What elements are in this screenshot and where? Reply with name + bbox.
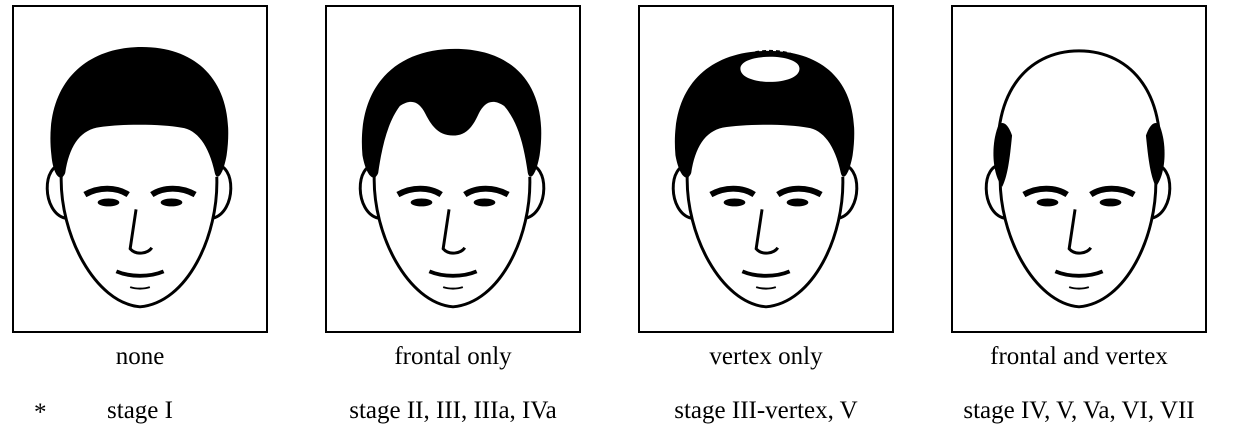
pattern-label-vertex-only: vertex only [611,342,921,372]
pattern-label-frontal-only: frontal only [298,342,608,372]
panel-vertex-only [638,5,894,333]
left-eye [411,199,433,207]
pattern-label-frontal-and-vertex: frontal and vertex [924,342,1234,372]
nose [756,209,778,253]
panel-frontal-only [325,5,581,333]
chin [443,287,463,288]
left-eyebrow [1024,189,1067,195]
face-drawing-full-hair [14,7,266,331]
right-eyebrow [778,189,821,195]
hair-full [50,47,228,178]
mouth [116,271,163,275]
right-eye [1100,199,1122,207]
mouth [429,271,476,275]
hair-frontal-recession [362,49,541,178]
panel-frontal-and-vertex [951,5,1207,333]
nose [443,209,465,253]
chin [130,287,150,288]
right-eye [161,199,183,207]
nose [1069,209,1091,253]
left-eye [98,199,120,207]
right-eyebrow [465,189,508,195]
chin [1069,287,1089,288]
panel-none [12,5,268,333]
chin [756,287,776,288]
left-eyebrow [711,189,754,195]
face-drawing-vertex-loss [640,7,892,331]
left-eyebrow [85,189,128,195]
nose [130,209,152,253]
left-eyebrow [398,189,441,195]
pattern-label-none: none [0,342,295,372]
mouth [742,271,789,275]
right-eyebrow [1091,189,1134,195]
hair-with-vertex-spot [675,51,854,178]
stage-label-none: stage I [0,396,300,426]
hair-left-side [993,123,1012,187]
scalp-outline [998,51,1160,175]
left-eye [724,199,746,207]
left-eye [1037,199,1059,207]
stage-label-frontal-and-vertex: stage IV, V, Va, VI, VII [919,396,1239,426]
stage-label-vertex-only: stage III-vertex, V [606,396,926,426]
mouth [1055,271,1102,275]
face-drawing-frontal-loss [327,7,579,331]
right-eyebrow [152,189,195,195]
right-eye [787,199,809,207]
stage-label-frontal-only: stage II, III, IIIa, IVa [293,396,613,426]
face-drawing-frontal-and-vertex-loss [953,7,1205,331]
right-eye [474,199,496,207]
